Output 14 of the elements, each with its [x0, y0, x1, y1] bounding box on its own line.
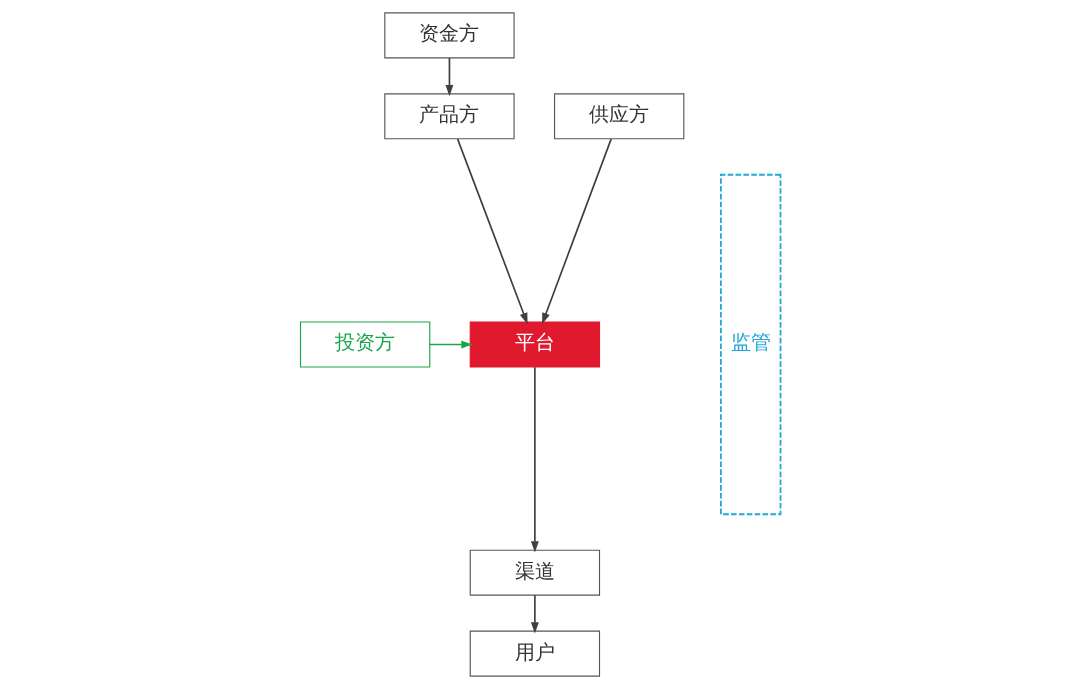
node-box: 用户 [469, 630, 600, 677]
node-box: 投资方 [299, 321, 430, 368]
arrow [530, 594, 539, 634]
node-box: 监管 [719, 173, 781, 516]
arrow [456, 138, 528, 325]
arrow [445, 57, 453, 97]
node-box: 产品方 [383, 93, 515, 140]
node-box: 供应方 [553, 93, 684, 140]
node-box: 资金方 [383, 12, 515, 59]
node-box: 渠道 [469, 549, 600, 596]
node-box: 平台 [469, 321, 600, 368]
arrow [530, 366, 539, 553]
arrow [541, 138, 612, 325]
arrow [428, 340, 473, 349]
